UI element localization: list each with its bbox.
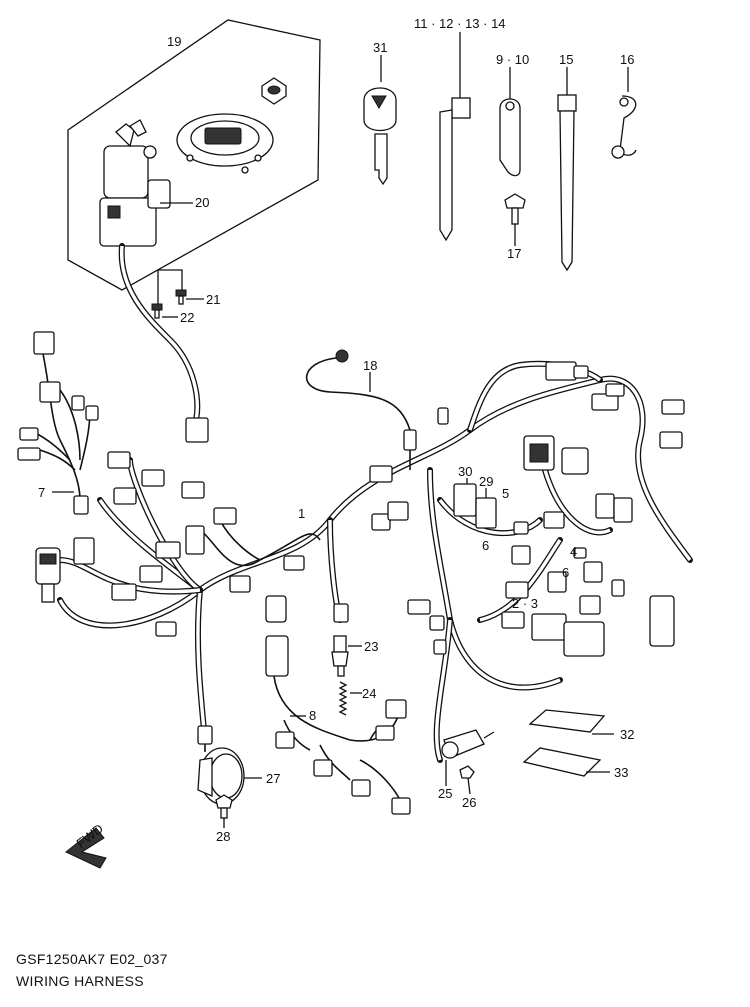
horn-27 xyxy=(197,725,262,805)
callout-30: 30 xyxy=(458,464,472,479)
callout-9-10: 9 · 10 xyxy=(496,52,529,67)
callout-25: 25 xyxy=(438,786,452,801)
clamp-11-14 xyxy=(439,32,471,242)
callout-11-14: 11 · 12 · 13 · 14 xyxy=(414,16,506,31)
bolt-22 xyxy=(151,303,178,319)
relays-29-30 xyxy=(453,478,497,529)
lead-wire-18 xyxy=(305,349,417,470)
pad-32 xyxy=(528,709,614,735)
diagram-code: GSF1250AK7 E02_037 xyxy=(16,951,168,967)
key-31 xyxy=(363,55,397,186)
callout-16: 16 xyxy=(620,52,634,67)
callout-33: 33 xyxy=(614,765,628,780)
screw-26 xyxy=(459,765,475,795)
callout-31: 31 xyxy=(373,40,387,55)
spring-24 xyxy=(338,681,362,716)
callout-2-3: 2 · 3 xyxy=(512,596,538,611)
callout-27: 27 xyxy=(266,771,280,786)
ignition-switch xyxy=(99,119,171,247)
callout-6b: 6 xyxy=(562,565,569,580)
callout-5: 5 xyxy=(502,486,509,501)
fwd-arrow-icon: FWD xyxy=(65,821,107,869)
sub-harness-7 xyxy=(17,331,99,515)
neutral-switch-23 xyxy=(331,635,362,677)
callout-19: 19 xyxy=(167,34,181,49)
sub-harness-8 xyxy=(265,635,411,815)
callout-18: 18 xyxy=(363,358,377,373)
callout-29: 29 xyxy=(479,474,493,489)
pad-33 xyxy=(522,747,610,777)
callout-17: 17 xyxy=(507,246,521,261)
harness-connectors xyxy=(107,361,685,657)
callout-6a: 6 xyxy=(482,538,489,553)
bolt-21 xyxy=(175,289,204,305)
cable-tie-15 xyxy=(557,67,577,272)
callout-28: 28 xyxy=(216,829,230,844)
callout-4: 4 xyxy=(570,544,577,559)
switch-25 xyxy=(441,729,495,786)
screw-17 xyxy=(504,193,526,246)
callout-1: 1 xyxy=(298,506,305,521)
fuel-cap-lock xyxy=(176,113,274,174)
bolt-28 xyxy=(215,794,233,828)
callout-22: 22 xyxy=(180,310,194,325)
callout-32: 32 xyxy=(620,727,634,742)
callout-7: 7 xyxy=(38,485,45,500)
callout-15: 15 xyxy=(559,52,573,67)
callout-23: 23 xyxy=(364,639,378,654)
callout-8: 8 xyxy=(309,708,316,723)
callout-24: 24 xyxy=(362,686,376,701)
clamp-9-10 xyxy=(499,67,521,177)
callout-21: 21 xyxy=(206,292,220,307)
callout-26: 26 xyxy=(462,795,476,810)
diagram-title: WIRING HARNESS xyxy=(16,973,144,989)
callout-20: 20 xyxy=(195,195,209,210)
sensor-lower-left xyxy=(35,537,95,603)
ignition-switch-connector xyxy=(185,417,209,443)
clamp-16 xyxy=(611,67,637,159)
ignition-switch-set-box xyxy=(67,19,321,443)
lock-cylinder xyxy=(261,77,287,105)
